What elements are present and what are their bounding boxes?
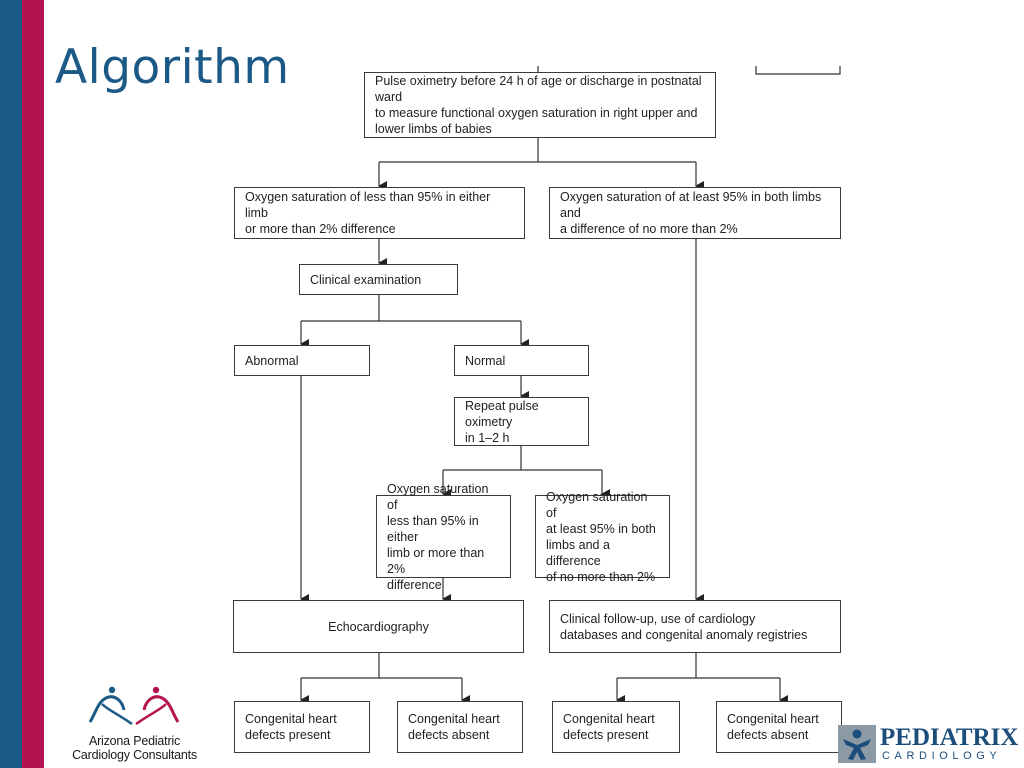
- normal-box: Normal: [454, 345, 589, 376]
- abnormal-box: Abnormal: [234, 345, 370, 376]
- slide-title: Algorithm: [55, 40, 290, 95]
- hearts-icon: [88, 686, 180, 726]
- normal-saturation-box: Oxygen saturation of at least 95% in bot…: [549, 187, 841, 239]
- low-saturation-box: Oxygen saturation of less than 95% in ei…: [234, 187, 525, 239]
- logo-right-sub: CARDIOLOGY: [882, 750, 1002, 762]
- echo-defects-present-box: Congenital heart defects present: [234, 701, 370, 753]
- left-magenta-bar: [22, 0, 44, 768]
- pediatrix-cardiology-logo: PEDIATRIX CARDIOLOGY: [838, 722, 1018, 766]
- start-pulse-oximetry-box: Pulse oximetry before 24 h of age or dis…: [364, 72, 716, 138]
- echo-defects-absent-box: Congenital heart defects absent: [397, 701, 523, 753]
- arizona-pediatric-cardiology-logo: Arizona Pediatric Cardiology Consultants: [62, 684, 207, 764]
- repeat-low-saturation-box: Oxygen saturation of less than 95% in ei…: [376, 482, 511, 592]
- clinical-followup-box: Clinical follow-up, use of cardiology da…: [549, 600, 841, 653]
- echocardiography-box: Echocardiography: [233, 600, 524, 653]
- logo-right-word: PEDIATRIX: [880, 724, 1019, 751]
- followup-defects-absent-box: Congenital heart defects absent: [716, 701, 842, 753]
- repeat-oximetry-box: Repeat pulse oximetry in 1–2 h: [454, 397, 589, 446]
- clinical-examination-box: Clinical examination: [299, 264, 458, 295]
- repeat-normal-saturation-box: Oxygen saturation of at least 95% in bot…: [535, 490, 670, 584]
- left-blue-bar: [0, 0, 22, 768]
- pediatrix-figure-icon: [838, 725, 876, 763]
- logo-left-name: Arizona Pediatric Cardiology Consultants: [72, 734, 197, 762]
- followup-defects-present-box: Congenital heart defects present: [552, 701, 680, 753]
